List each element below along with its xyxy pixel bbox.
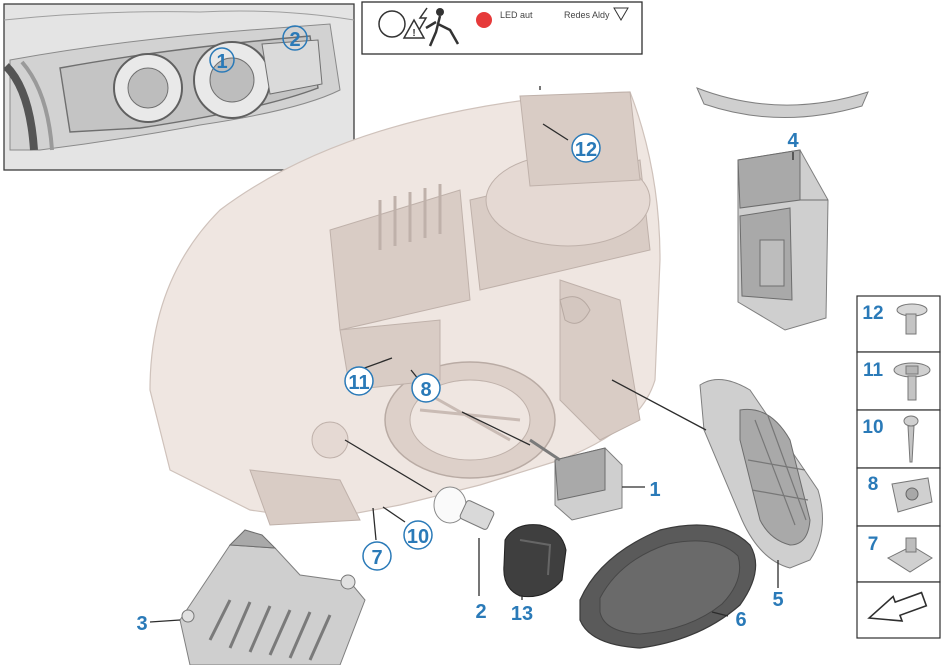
legend-label-12: 12	[862, 303, 883, 324]
legend-item-7: 7	[856, 525, 941, 583]
legend-item-11: 11	[856, 351, 941, 411]
callout-2: 2	[475, 601, 486, 623]
legend-label-10: 10	[862, 417, 883, 438]
part-6-cover	[579, 524, 757, 649]
legend-label-7: 7	[868, 534, 879, 555]
inset-callout-2: 2	[289, 29, 300, 51]
callout-12: 12	[575, 139, 597, 161]
part-2-bulb	[433, 486, 495, 530]
inset-car-front	[3, 3, 355, 171]
callout-5: 5	[772, 589, 783, 611]
inset-callout-1: 1	[216, 51, 227, 73]
callout-10: 10	[407, 526, 429, 548]
part-4-module	[696, 87, 869, 331]
legend-item-8: 8	[856, 467, 941, 527]
callout-4: 4	[787, 130, 799, 152]
legend-label-8: 8	[868, 474, 879, 495]
part-3-bracket	[179, 529, 366, 665]
svg-text:!: !	[412, 28, 415, 39]
callout-3: 3	[136, 613, 147, 635]
legend-item-10: 10	[856, 409, 941, 469]
callout-8: 8	[420, 379, 431, 401]
part-1-control-unit	[529, 438, 623, 521]
callout-13: 13	[511, 603, 533, 625]
part-5-vent	[699, 379, 823, 569]
legend-item-12: 12	[856, 295, 941, 353]
part-13-socket	[503, 524, 567, 598]
headlight-housing	[149, 91, 661, 526]
callout-7: 7	[371, 547, 382, 569]
legend-next-cell[interactable]	[856, 581, 941, 639]
legend-label-11: 11	[863, 360, 884, 381]
warning-text-line2: Redes Aldy	[564, 10, 610, 20]
high-voltage-icon	[418, 7, 460, 47]
callout-1: 1	[649, 479, 660, 501]
callout-6: 6	[735, 609, 746, 631]
warning-label: ! LED aut Redes Aldy	[361, 1, 643, 55]
arrow-next-icon	[867, 591, 928, 622]
warning-text-line1: LED aut	[500, 10, 533, 20]
callout-11: 11	[348, 372, 369, 394]
hardware-legend: 12 11 10 8 7	[856, 295, 941, 639]
